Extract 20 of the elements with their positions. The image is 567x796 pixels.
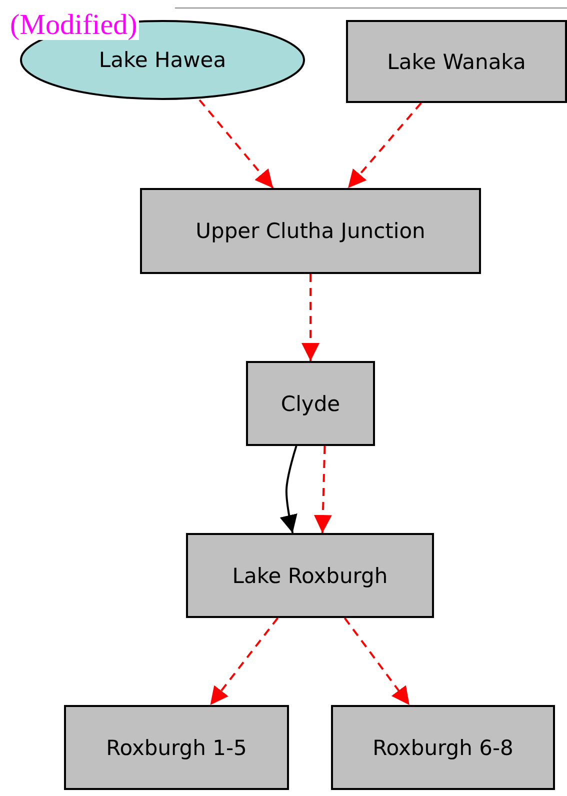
arrow — [347, 102, 422, 189]
node-label: Roxburgh 6-8 — [372, 736, 514, 760]
arrow — [198, 99, 274, 189]
node-label: Upper Clutha Junction — [196, 219, 426, 243]
process-box — [346, 20, 567, 103]
process-box — [331, 705, 555, 790]
arrow — [344, 617, 410, 706]
process-box — [140, 188, 481, 274]
arrow — [280, 446, 298, 534]
node-label: Lake Roxburgh — [232, 564, 388, 588]
arrow — [314, 446, 332, 534]
node-label: Roxburgh 1-5 — [106, 736, 247, 760]
node-label: Lake Hawea — [98, 48, 226, 72]
node-label: Clyde — [280, 392, 340, 416]
process-box — [64, 705, 289, 790]
arrow — [302, 274, 320, 361]
arrow — [209, 617, 279, 706]
process-box — [186, 533, 434, 618]
process-box — [246, 361, 375, 446]
node-label: Lake Wanaka — [387, 50, 526, 74]
